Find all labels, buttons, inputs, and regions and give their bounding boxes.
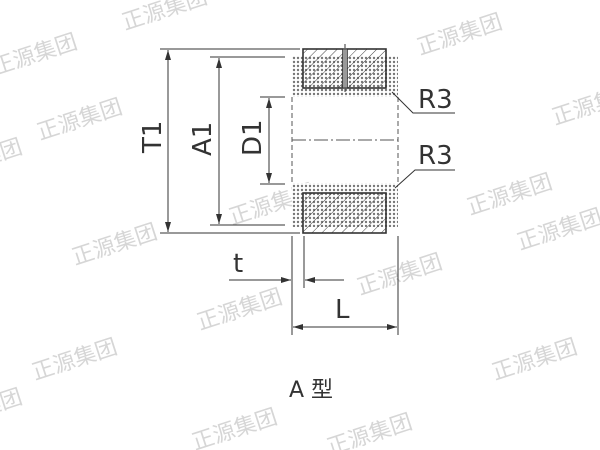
metal-sleeve: [302, 44, 387, 234]
leader-R3-top: [391, 91, 455, 114]
metal-top-left: [302, 48, 344, 89]
metal-bottom: [302, 192, 387, 234]
label-R3-bottom: R3: [418, 141, 453, 171]
watermark: 正源集团: [69, 220, 160, 271]
dimension-lines: [165, 50, 455, 330]
label-T1: T1: [138, 121, 168, 154]
leader-R3-bottom: [394, 169, 455, 189]
label-L: L: [335, 295, 350, 325]
watermark: 正源集团: [34, 95, 125, 146]
watermark: 正源集团: [29, 335, 120, 386]
watermark: 正源集团: [0, 385, 26, 436]
watermark: 正源集团: [354, 250, 445, 301]
watermark: 正源集团: [489, 335, 580, 386]
watermark: 正源集团: [0, 135, 26, 186]
watermark: 正源集团: [549, 80, 600, 131]
label-D1: D1: [238, 119, 268, 156]
label-t: t: [233, 249, 243, 279]
metal-top-right: [346, 48, 387, 89]
watermark: 正源集团: [324, 410, 415, 450]
watermark: 正源集团: [0, 30, 81, 81]
caption: A 型: [289, 378, 333, 403]
watermark: 正源集团: [464, 170, 555, 221]
watermark: 正源集团: [189, 405, 280, 450]
watermark: 正源集团: [514, 205, 600, 256]
label-R3-top: R3: [418, 85, 453, 115]
label-A1: A1: [188, 122, 218, 156]
watermark: 正源集团: [119, 0, 210, 36]
extension-lines: [160, 48, 399, 335]
watermark: 正源集团: [194, 285, 285, 336]
watermark: 正源集团: [414, 10, 505, 61]
